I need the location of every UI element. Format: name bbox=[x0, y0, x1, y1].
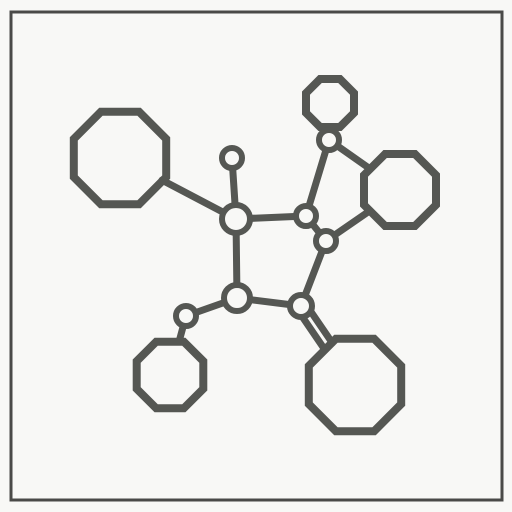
atom-layer bbox=[173, 127, 342, 329]
atom-node bbox=[221, 282, 253, 314]
atom-node bbox=[219, 202, 253, 236]
atom-node bbox=[316, 127, 342, 153]
ring-layer bbox=[69, 75, 440, 436]
ring-top-left-octagon bbox=[69, 107, 171, 209]
ring-right-octagon bbox=[360, 150, 440, 230]
atom-node bbox=[173, 303, 199, 329]
atom-node bbox=[219, 145, 245, 171]
atom-node bbox=[313, 228, 339, 254]
bond-line bbox=[302, 136, 333, 220]
ring-top-octagon bbox=[302, 75, 358, 131]
atom-node bbox=[287, 292, 315, 320]
atom-node bbox=[293, 203, 319, 229]
ring-bottom-left-octagon bbox=[132, 337, 208, 413]
ring-bottom-right-octagon bbox=[304, 334, 406, 436]
diagram-frame bbox=[9, 10, 504, 502]
